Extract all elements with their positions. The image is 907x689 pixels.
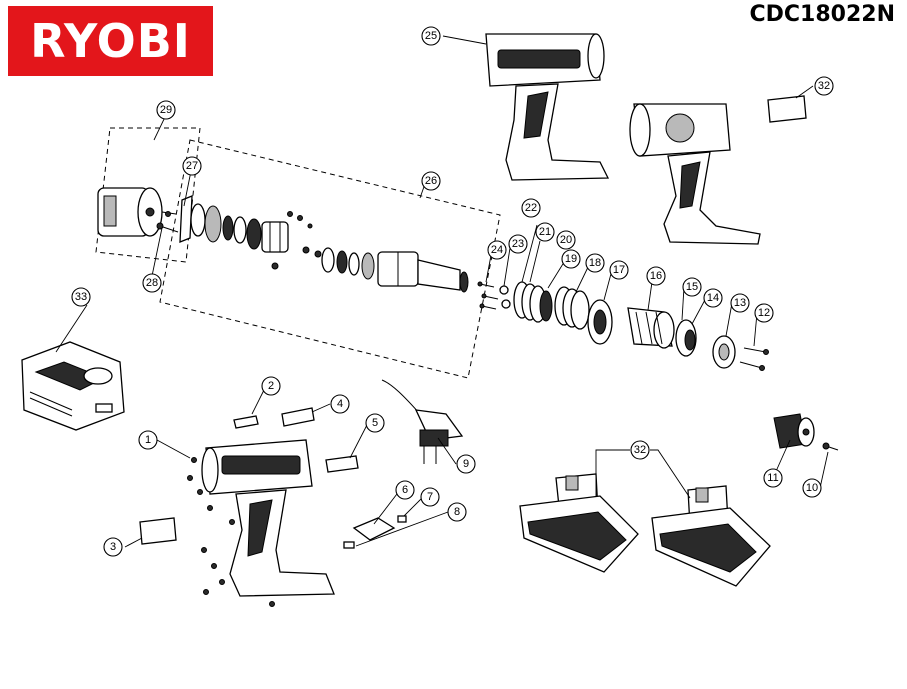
callout-19: 19 [561,249,581,269]
svg-text:32: 32 [634,444,646,456]
callout-10: 10 [802,478,822,498]
clutch-cover-16 [627,307,675,349]
washers-23 [499,285,511,309]
screws-12 [739,347,769,371]
svg-text:16: 16 [650,270,662,282]
svg-text:24: 24 [491,244,503,256]
callout-15: 15 [682,277,702,297]
svg-text:22: 22 [525,202,537,214]
svg-text:11: 11 [767,472,778,484]
callout-13: 13 [730,293,750,313]
callout-29: 29 [156,100,176,120]
label-3 [139,517,177,545]
gearbox-components [190,203,469,293]
clutch-plates [675,319,736,369]
svg-text:2: 2 [268,380,274,392]
callout-21: 21 [535,222,555,242]
housing-right [629,103,761,245]
logo-text: RYOBI [30,14,191,68]
callout-17: 17 [609,260,629,280]
callout-14: 14 [703,288,723,308]
svg-text:17: 17 [613,264,625,276]
callout-23: 23 [508,234,528,254]
plate-27 [179,195,193,243]
callout-2: 2 [261,376,281,396]
callout-33: 33 [71,287,91,307]
callout-8: 8 [447,502,467,522]
callout-25: 25 [421,26,441,46]
svg-text:20: 20 [560,234,572,246]
svg-text:15: 15 [686,281,698,293]
svg-text:32: 32 [818,80,830,92]
callout-22: 22 [521,198,541,218]
housing-left [201,439,335,597]
group-box-26 [159,139,501,379]
svg-text:13: 13 [734,297,746,309]
callout-11: 11 [763,468,783,488]
springs-and-rings [513,281,613,345]
svg-text:21: 21 [539,226,551,238]
svg-text:9: 9 [463,458,469,470]
callout-4: 4 [330,394,350,414]
callout-12: 12 [754,303,774,323]
svg-text:25: 25 [425,30,437,42]
motor [97,187,177,237]
callout-6: 6 [395,480,415,500]
svg-text:8: 8 [454,506,460,518]
charger-33 [21,341,125,431]
svg-text:1: 1 [145,434,151,446]
chuck-11 [773,413,815,449]
callout-28: 28 [142,273,162,293]
svg-text:18: 18 [589,257,601,269]
callout-5: 5 [365,413,385,433]
svg-text:6: 6 [402,484,408,496]
callout-9: 9 [456,454,476,474]
spring-7 [397,515,407,523]
callout-3: 3 [103,537,123,557]
svg-text:19: 19 [565,253,577,265]
screws-24 [477,281,499,310]
svg-text:26: 26 [425,175,437,187]
screw-28 [156,222,179,233]
callout-24: 24 [487,240,507,260]
battery-right [651,485,771,587]
svg-text:4: 4 [337,398,343,410]
svg-text:33: 33 [75,291,87,303]
svg-text:3: 3 [110,541,116,553]
callout-26: 26 [421,171,441,191]
ryobi-logo: RYOBI [8,6,213,76]
callout-32-label: 32 [814,76,834,96]
model-number: CDC18022N [749,2,895,27]
switch-cover-5 [325,455,359,473]
trigger-6 [352,517,396,541]
pin-2 [233,415,259,429]
callout-18: 18 [585,253,605,273]
svg-text:29: 29 [160,104,172,116]
svg-text:7: 7 [427,491,433,503]
callout-7: 7 [420,487,440,507]
callout-1: 1 [138,430,158,450]
svg-text:14: 14 [707,292,719,304]
battery-left [519,473,639,573]
callout-27: 27 [182,156,202,176]
lever-8 [343,541,355,549]
svg-text:28: 28 [146,277,158,289]
label-32 [767,95,807,123]
switch-9 [381,379,464,464]
screw-10 [822,442,839,451]
housing-25 [485,33,610,181]
svg-text:12: 12 [758,307,770,319]
svg-text:23: 23 [512,238,524,250]
svg-text:5: 5 [372,417,378,429]
callout-16: 16 [646,266,666,286]
screws-1 [187,457,275,607]
callout-32-battery: 32 [630,440,650,460]
button-4 [281,407,315,427]
svg-text:10: 10 [806,482,818,494]
svg-text:27: 27 [186,160,198,172]
callout-20: 20 [556,230,576,250]
